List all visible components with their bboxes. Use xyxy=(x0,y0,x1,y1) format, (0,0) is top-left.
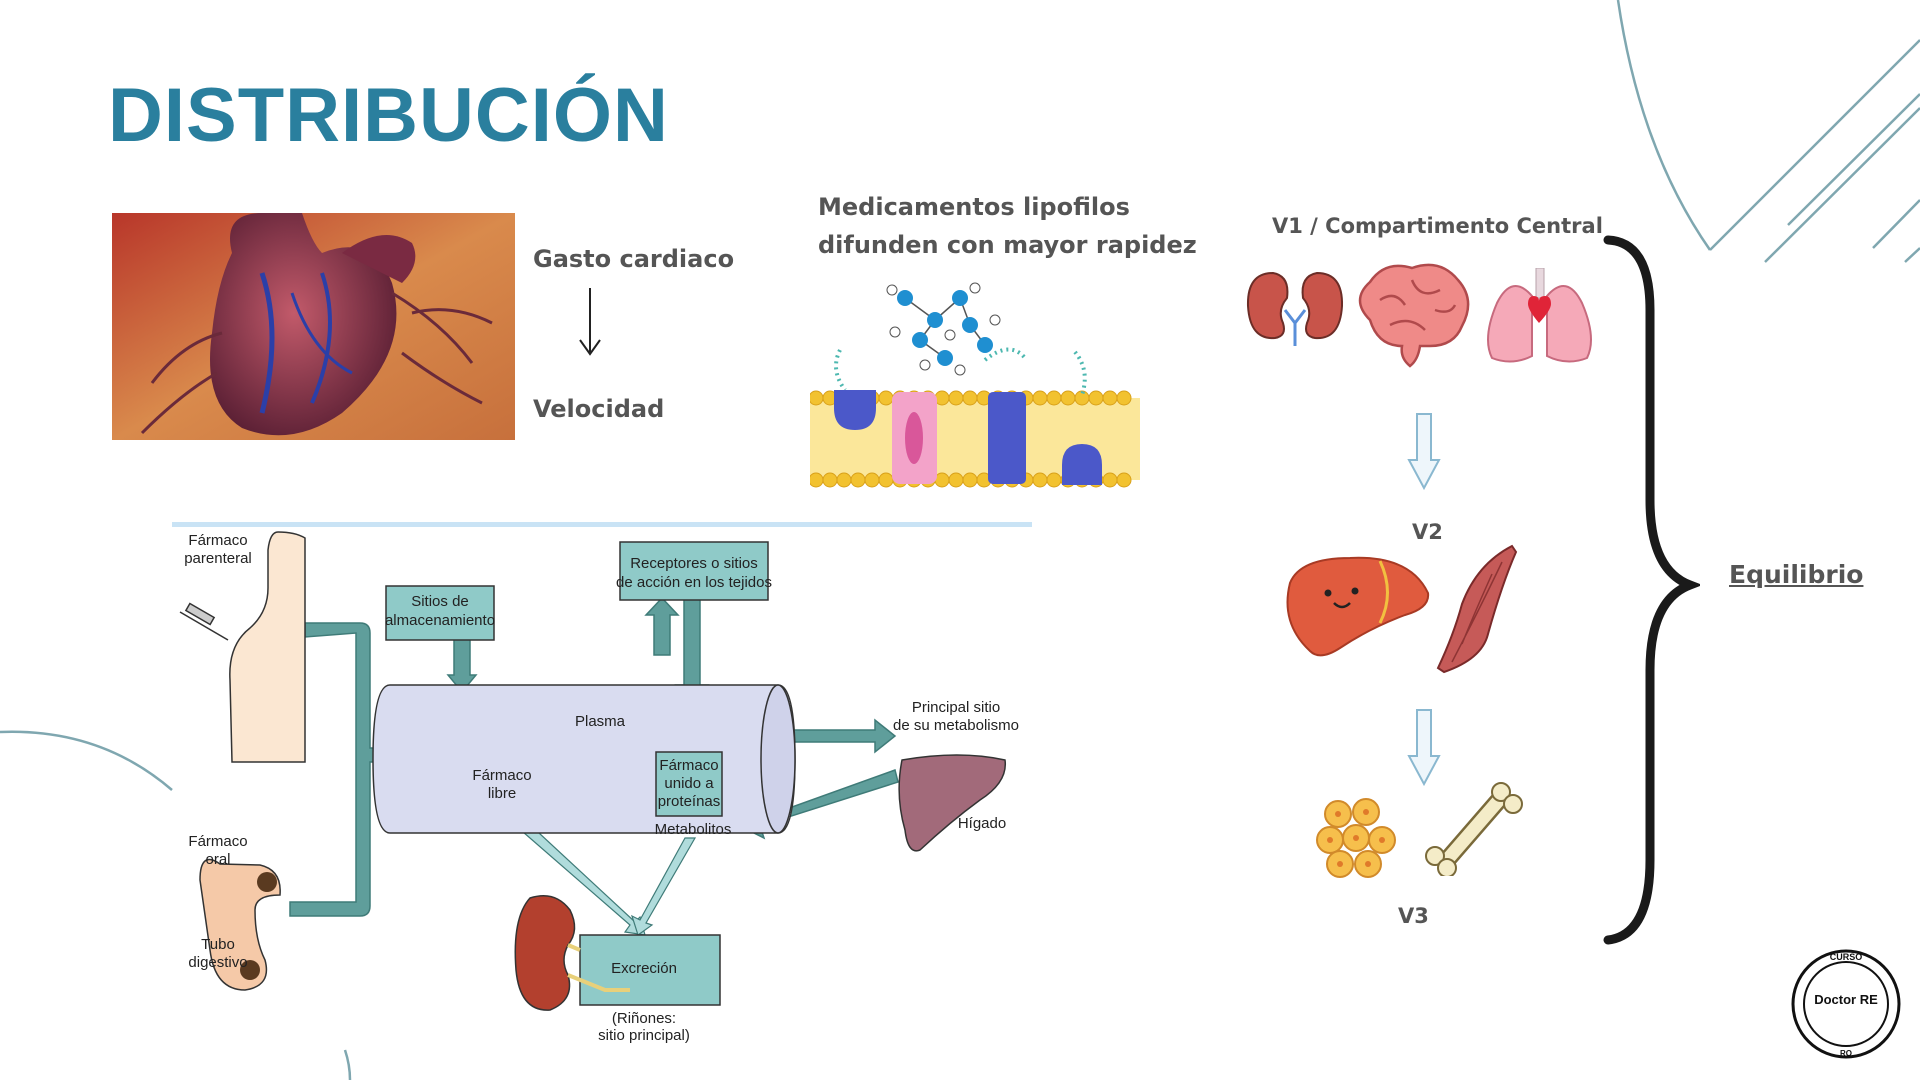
storage-label-2: almacenamiento xyxy=(385,612,495,629)
storage-label-1: Sitios de xyxy=(411,593,469,610)
svg-text:(Riñones:sitio principal): (Riñones:sitio principal) xyxy=(598,1010,690,1044)
bound-drug-label-1: Fármaco xyxy=(659,757,718,774)
bone-icon xyxy=(1425,782,1523,876)
v2-label: V2 xyxy=(1412,520,1443,544)
lipophilic-text: Medicamentos lipofilos difunden con mayo… xyxy=(818,188,1197,264)
lipid-head xyxy=(850,472,866,488)
lipid-head xyxy=(948,390,964,406)
muscle-icon xyxy=(1436,544,1518,674)
lipid-head xyxy=(878,390,894,406)
lipid-head xyxy=(934,472,950,488)
parenteral-label-1: Fármaco xyxy=(188,532,247,549)
down-arrow-outline-icon-2 xyxy=(1407,709,1441,787)
cell-membrane-illustration xyxy=(810,282,1140,488)
logo-name: Doctor RE xyxy=(1814,992,1878,1007)
lipid-head xyxy=(1088,390,1104,406)
down-arrow-outline-icon xyxy=(1407,413,1441,491)
page-title: DISTRIBUCIÓN xyxy=(108,73,669,158)
parenteral-label-2: parenteral xyxy=(184,550,252,567)
lipid-head xyxy=(962,472,978,488)
oral-label-2: oral xyxy=(205,851,230,868)
metabolites-label: Metabolitos xyxy=(655,821,732,838)
oral-label-1: Fármaco xyxy=(188,833,247,850)
divider-bar xyxy=(172,522,1032,527)
curly-brace xyxy=(1603,235,1700,945)
logo-top-text: CURSO xyxy=(1830,952,1863,962)
v1-label: V1 / Compartimento Central xyxy=(1272,214,1603,238)
lipid-head xyxy=(1046,472,1062,488)
lipid-head xyxy=(948,472,964,488)
free-drug-label-2: libre xyxy=(488,785,516,802)
velocity-label: Velocidad xyxy=(533,395,665,423)
lipid-head xyxy=(1032,390,1048,406)
gi-tract-label-2: digestivo xyxy=(188,954,247,971)
doctor-re-logo: CURSO RO Doctor RE xyxy=(1790,948,1902,1060)
down-arrow-icon xyxy=(579,288,601,356)
lipid-head xyxy=(1116,472,1132,488)
plasma-label: Plasma xyxy=(575,713,626,730)
lipid-head xyxy=(878,472,894,488)
receptors-label-1: Receptores o sitios xyxy=(630,555,758,572)
lipid-head xyxy=(822,472,838,488)
fat-cells-icon xyxy=(1316,798,1396,878)
kidneys-label-1: (Riñones: xyxy=(612,1010,676,1027)
lipophilic-line-1: Medicamentos lipofilos xyxy=(818,193,1130,221)
lipid-head xyxy=(864,472,880,488)
v3-label: V3 xyxy=(1398,904,1429,928)
lipid-head xyxy=(1102,472,1118,488)
liver-label: Hígado xyxy=(958,815,1006,832)
brain-icon xyxy=(1358,263,1470,368)
bound-drug-label-3: proteínas xyxy=(658,793,721,810)
gi-tract-label-1: Tubo xyxy=(201,936,235,953)
lipid-head xyxy=(810,390,824,406)
lipid-head xyxy=(810,472,824,488)
lipid-head xyxy=(934,390,950,406)
metabolism-label-2: de su metabolismo xyxy=(893,717,1019,734)
metabolism-label-1: Principal sitio xyxy=(912,699,1000,716)
lipophilic-line-2: difunden con mayor rapidez xyxy=(818,231,1197,259)
liver-icon xyxy=(1286,556,1430,657)
lipid-head xyxy=(1116,390,1132,406)
equilibrium-label: Equilibrio xyxy=(1729,560,1864,589)
logo-bottom-text: RO xyxy=(1840,1049,1852,1058)
excretion-label: Excreción xyxy=(611,960,677,977)
heart-image xyxy=(112,213,515,440)
lipid-head xyxy=(1060,390,1076,406)
free-drug-label-1: Fármaco xyxy=(472,767,531,784)
molecules-icon xyxy=(886,282,1001,376)
receptors-label-2: de acción en los tejidos xyxy=(616,574,772,591)
lipid-head xyxy=(836,472,852,488)
lipid-head xyxy=(1102,390,1118,406)
lipid-head xyxy=(1032,472,1048,488)
cardiac-output-label: Gasto cardiaco xyxy=(533,245,735,273)
kidneys-icon xyxy=(1246,271,1344,346)
lipid-head xyxy=(1046,390,1062,406)
lungs-icon xyxy=(1487,268,1592,363)
bound-drug-label-2: unido a xyxy=(664,775,714,792)
lipid-head xyxy=(962,390,978,406)
kidneys-label-2: sitio principal) xyxy=(598,1027,690,1044)
